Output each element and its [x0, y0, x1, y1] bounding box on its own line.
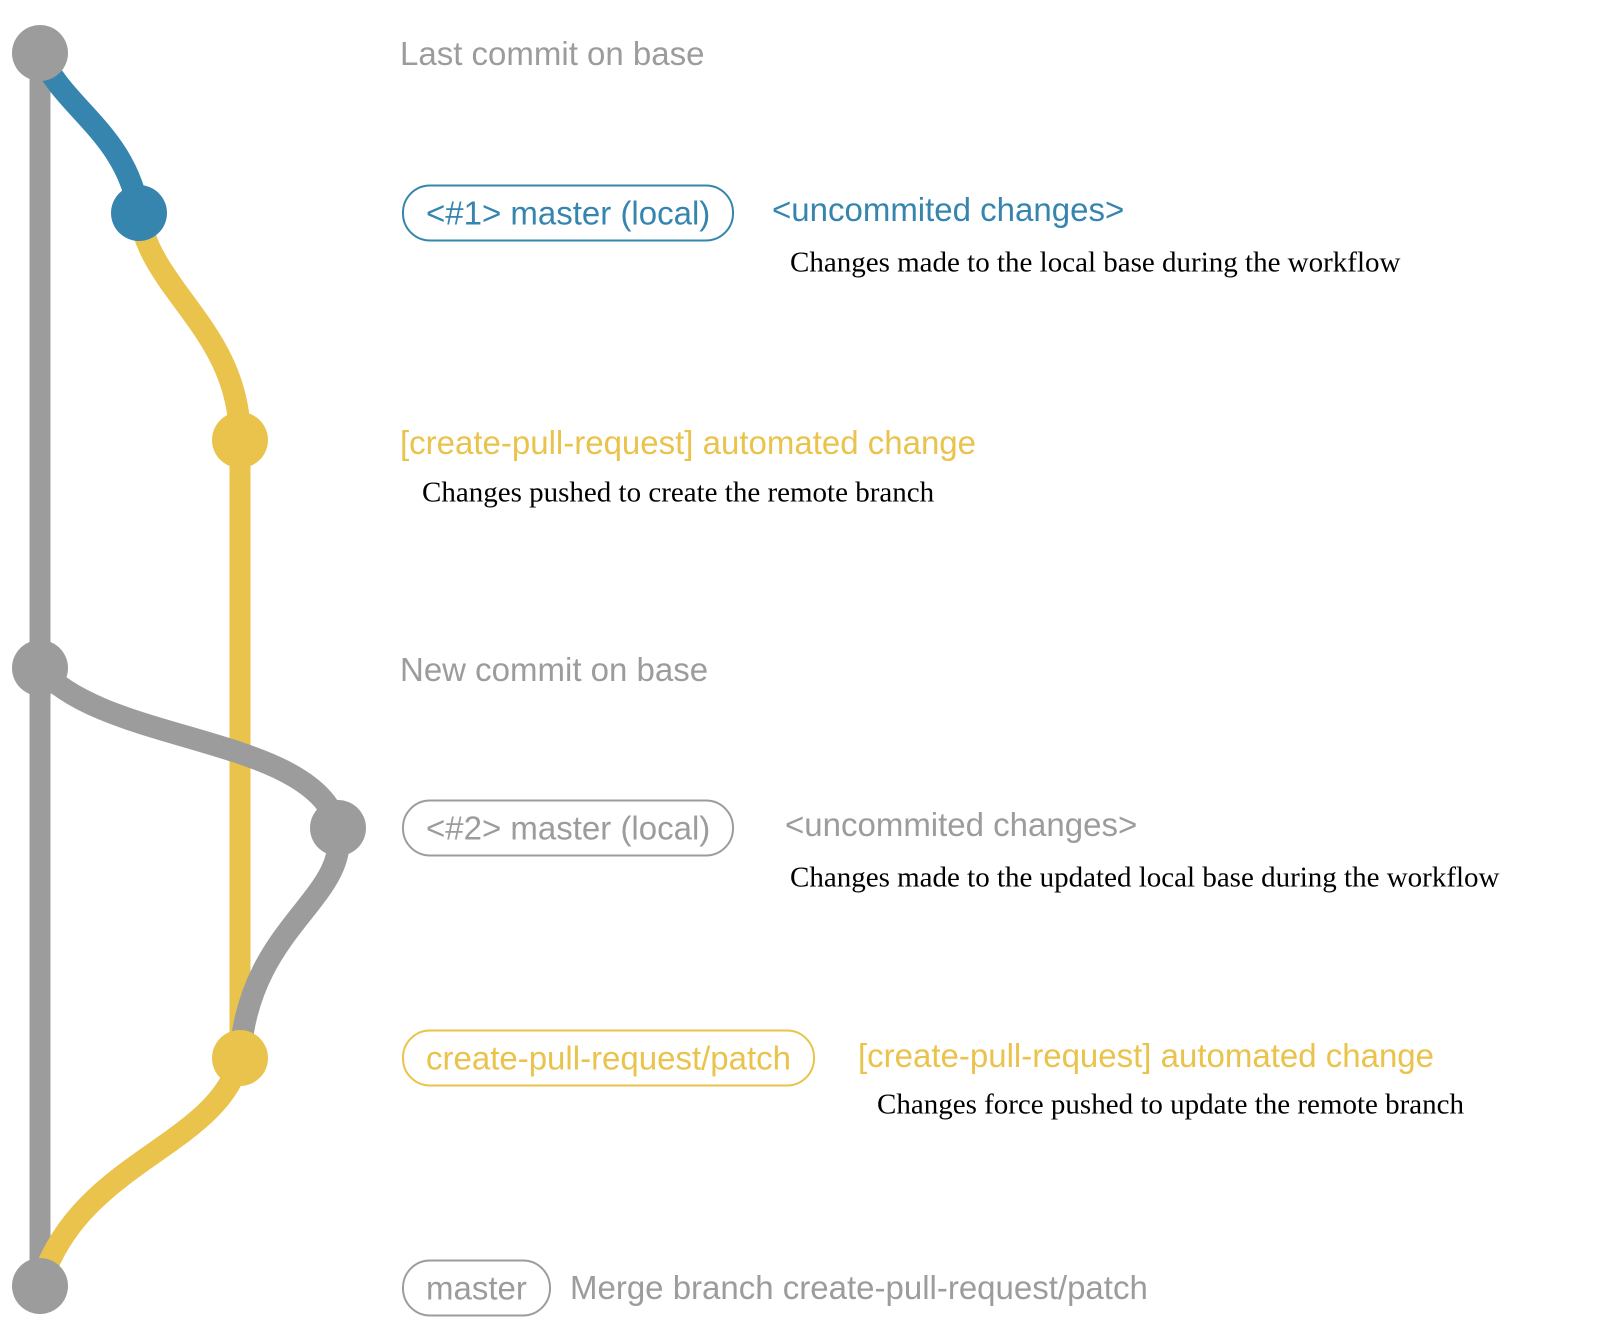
force-push-curve	[229, 826, 350, 1059]
branch-badge-master: master	[402, 1259, 551, 1317]
local-master-branch-line	[29, 48, 150, 216]
commit-node-local2	[310, 800, 366, 856]
branch-badge-local-master-1-text: <#1> master (local)	[426, 194, 711, 231]
commit-node-merge	[12, 1258, 68, 1314]
automated-change-desc-2: Changes force pushed to update the remot…	[877, 1088, 1465, 1121]
branch-badge-local-master-2: <#2> master (local)	[402, 799, 735, 857]
commit-node-last-base	[12, 25, 68, 81]
last-commit-label: Last commit on base	[400, 35, 705, 73]
commit-node-new-base	[12, 640, 68, 696]
automated-change-note-2: [create-pull-request] automated change	[858, 1037, 1435, 1075]
branch-badge-local-master-2-text: <#2> master (local)	[426, 809, 711, 846]
uncommitted-note-2: <uncommited changes>	[785, 806, 1138, 844]
branch-badge-master-text: master	[426, 1269, 527, 1306]
commit-node-local1	[111, 185, 167, 241]
uncommitted-desc-1: Changes made to the local base during th…	[790, 246, 1401, 279]
branch-badge-patch-text: create-pull-request/patch	[426, 1039, 792, 1076]
uncommitted-note-1: <uncommited changes>	[772, 191, 1125, 229]
uncommitted-desc-2: Changes made to the updated local base d…	[790, 861, 1500, 894]
automated-change-note-1: [create-pull-request] automated change	[400, 424, 977, 462]
merge-curve	[29, 1054, 251, 1290]
commit-node-remote2	[212, 1030, 268, 1086]
new-commit-label: New commit on base	[400, 651, 709, 689]
local-master2-branch-curve	[31, 660, 349, 832]
merge-commit-label: Merge branch create-pull-request/patch	[570, 1269, 1148, 1307]
branch-badge-patch: create-pull-request/patch	[402, 1029, 816, 1087]
automated-change-desc-1: Changes pushed to create the remote bran…	[422, 476, 935, 509]
patch-branch-curve-top	[128, 211, 251, 441]
commit-node-remote1	[212, 412, 268, 468]
branch-badge-local-master-1: <#1> master (local)	[402, 184, 735, 242]
